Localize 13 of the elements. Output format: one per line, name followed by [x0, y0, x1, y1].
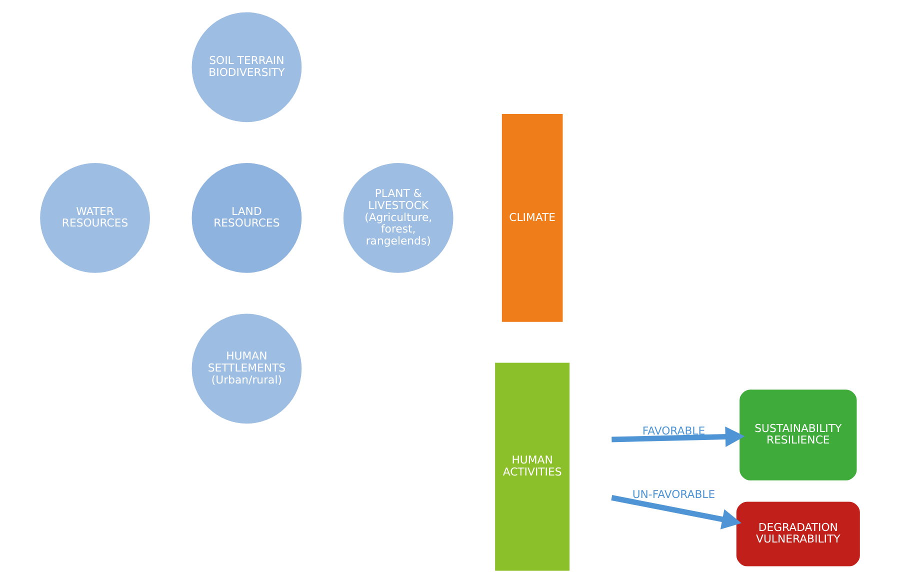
node-circle: LAND RESOURCES	[190, 162, 302, 274]
node-box: SUSTAINABILITY RESILIENCE	[738, 388, 858, 482]
node-box: HUMAN ACTIVITIES	[494, 362, 570, 572]
node-box: DEGRADATION VULNERABILITY	[735, 500, 860, 568]
edge-label: UN-FAVORABLE	[632, 488, 715, 502]
arrow	[611, 426, 744, 447]
node-box: CLIMATE	[500, 113, 564, 323]
node-circle: HUMAN SETTLEMENTS (Urban/rural)	[190, 312, 302, 425]
node-circle: SOIL TERRAIN BIODIVERSITY	[190, 11, 302, 124]
node-circle: WATER RESOURCES	[38, 162, 150, 274]
node-circle: PLANT & LIVESTOCK (Agriculture, forest, rangelends)	[342, 162, 454, 274]
edge-label: FAVORABLE	[642, 424, 705, 438]
arrow	[610, 495, 741, 530]
